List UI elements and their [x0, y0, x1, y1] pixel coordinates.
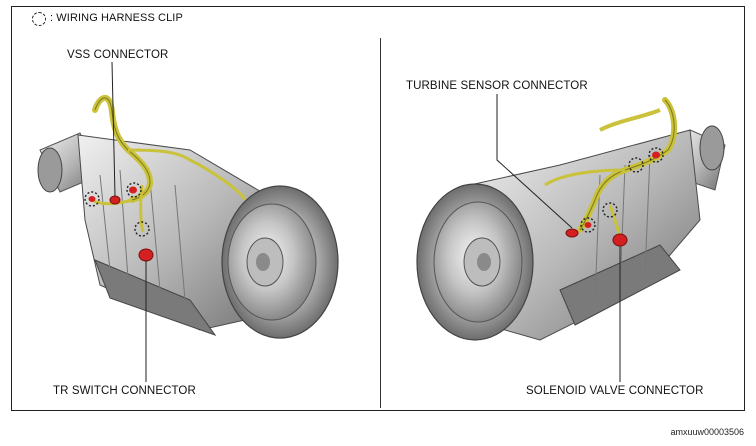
- right-transmission: [416, 97, 726, 341]
- tr-switch-connector-label: TR SWITCH CONNECTOR: [53, 385, 196, 397]
- solenoid-valve-connector-label: SOLENOID VALVE CONNECTOR: [526, 385, 704, 397]
- dashed-circle-icon: [32, 12, 46, 26]
- turbine-sensor-connector-label: TURBINE SENSOR CONNECTOR: [406, 80, 588, 92]
- panel-divider: [380, 38, 381, 408]
- legend-text: : WIRING HARNESS CLIP: [50, 12, 183, 24]
- left-transmission: [37, 95, 339, 339]
- vss-connector-label: VSS CONNECTOR: [67, 49, 169, 61]
- figure-id-caption: amxuuw00003506: [670, 427, 744, 437]
